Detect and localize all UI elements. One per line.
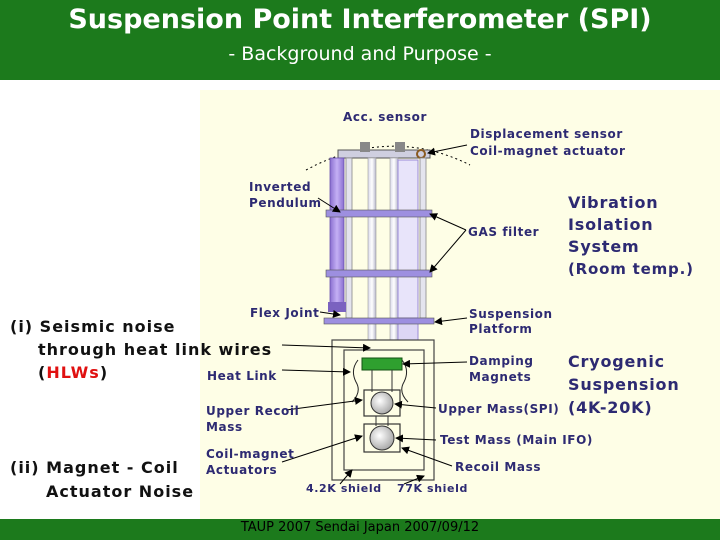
- damping-magnets: [361, 357, 403, 371]
- label-vis-line3: System: [568, 237, 640, 256]
- label-upper-recoil-mass-line1: Upper Recoil: [206, 404, 300, 418]
- inverted-pendulum: [329, 157, 345, 311]
- upper-mass: [370, 391, 394, 415]
- shield-77k: [331, 339, 435, 481]
- pointer-arrow: [401, 446, 453, 467]
- diagram-panel: [200, 90, 720, 519]
- footer-text: TAUP 2007 Sendai Japan 2007/09/12: [240, 520, 480, 535]
- label-vis-line2: Isolation: [568, 215, 654, 234]
- pointer-arrow: [285, 396, 363, 411]
- label-flex-joint: Flex Joint: [250, 306, 320, 320]
- gas-filter-plate: [325, 209, 433, 218]
- gas-filter-plate: [325, 269, 433, 278]
- label-heat-link: Heat Link: [207, 369, 277, 383]
- label-damping-magnets-line2: Magnets: [469, 370, 532, 384]
- test-mass: [369, 425, 395, 451]
- note-seismic-line1: (i) Seismic noise: [10, 317, 176, 336]
- note-paren-close: ): [99, 363, 109, 382]
- label-test-mass: Test Mass (Main IFO): [440, 433, 593, 447]
- suspension-rod: [389, 157, 399, 341]
- label-displacement-sensor: Displacement sensor: [470, 127, 623, 141]
- label-acc-sensor: Acc. sensor: [343, 110, 427, 124]
- pointer-arrow: [281, 343, 371, 352]
- footer-bar: TAUP 2007 Sendai Japan 2007/09/12: [0, 519, 720, 540]
- label-recoil-mass: Recoil Mass: [455, 460, 542, 474]
- pointer-arrow: [319, 310, 341, 318]
- note-magnet-line2: Actuator Noise: [46, 482, 195, 501]
- pointer-arrow: [402, 359, 468, 368]
- note-seismic-line2: through heat link wires: [38, 340, 273, 359]
- label-coil-magnet-actuators-line1: Coil-magnet: [206, 447, 295, 461]
- top-block: [360, 142, 370, 152]
- pointer-arrow: [281, 434, 363, 463]
- pointer-arrow: [429, 213, 467, 231]
- shield-42k: [343, 349, 425, 471]
- pointer-arrow: [339, 469, 353, 485]
- note-magnet-line1: (ii) Magnet - Coil: [10, 458, 179, 477]
- label-gas-filter: GAS filter: [468, 225, 540, 239]
- header-bar: Suspension Point Interferometer (SPI) - …: [0, 0, 720, 80]
- label-shield-77k: 77K shield: [397, 482, 468, 495]
- pointer-arrow: [403, 474, 425, 485]
- pointer-arrow: [429, 229, 467, 273]
- label-inverted-pendulum-line1: Inverted: [249, 180, 312, 194]
- label-coil-magnet-actuators-line2: Actuators: [206, 463, 278, 477]
- note-hlws: HLWs: [46, 363, 100, 382]
- frame-post: [419, 157, 427, 319]
- label-cryo-line1: Cryogenic: [568, 352, 665, 371]
- label-cryo-line2: Suspension: [568, 375, 680, 394]
- note-seismic-line3: (HLWs): [38, 362, 108, 383]
- heat-link-wire: [351, 359, 359, 403]
- label-coil-magnet-actuator: Coil-magnet actuator: [470, 144, 626, 158]
- acc-sensor-arc: [305, 145, 471, 171]
- page-title: Suspension Point Interferometer (SPI): [68, 4, 652, 35]
- label-upper-mass: Upper Mass(SPI): [438, 402, 560, 416]
- top-block: [395, 142, 405, 152]
- suspension-rod: [367, 157, 377, 341]
- label-suspension-platform-line2: Platform: [469, 322, 533, 336]
- label-upper-recoil-mass-line2: Mass: [206, 420, 243, 434]
- pointer-arrow: [317, 197, 341, 213]
- label-cryo-line3: (4K-20K): [568, 398, 653, 417]
- label-suspension-platform-line1: Suspension: [469, 307, 553, 321]
- pointer-arrow: [394, 400, 437, 409]
- pointer-arrow: [434, 317, 468, 326]
- pointer-arrow: [427, 144, 468, 156]
- label-inverted-pendulum-line2: Pendulum: [249, 196, 322, 210]
- platform-plate: [323, 317, 435, 325]
- frame-post: [345, 157, 353, 319]
- note-paren-open: (: [38, 363, 47, 382]
- label-shield-42k: 4.2K shield: [306, 482, 382, 495]
- inverted-pendulum-cap: [328, 302, 346, 312]
- pointer-arrow: [281, 367, 351, 376]
- pointer-arrow: [395, 434, 437, 443]
- label-vis-line4: (Room temp.): [568, 260, 694, 278]
- gas-filter-column: [397, 159, 419, 321]
- page-subtitle: - Background and Purpose -: [228, 43, 492, 65]
- label-vis-line1: Vibration: [568, 193, 659, 212]
- heat-link-wire: [401, 359, 409, 403]
- label-damping-magnets-line1: Damping: [469, 354, 534, 368]
